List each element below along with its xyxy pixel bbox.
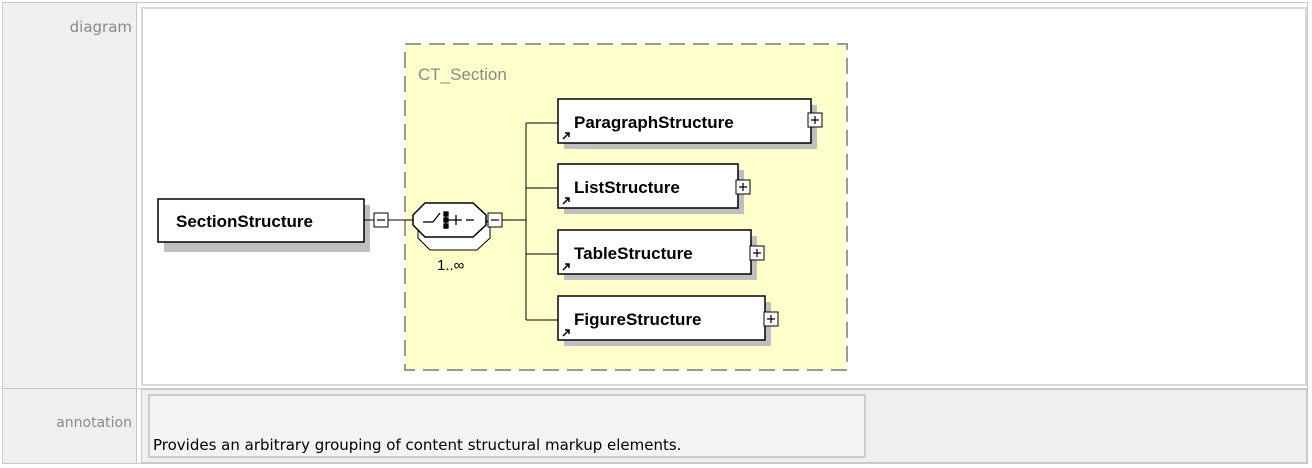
child-node-list-structure[interactable] <box>557 163 739 209</box>
annotation-content-cell: Provides an arbitrary grouping of conten… <box>141 389 1307 463</box>
plus-icon <box>739 183 747 191</box>
reference-arrow-icon <box>562 329 570 337</box>
child-node-table-structure[interactable] <box>557 229 752 275</box>
annotation-box: Provides an arbitrary grouping of conten… <box>148 394 866 458</box>
annotation-text: Provides an arbitrary grouping of conten… <box>153 436 682 454</box>
row-divider <box>3 388 1307 389</box>
annotation-label-cell: annotation <box>3 389 137 463</box>
reference-arrow-icon <box>562 197 570 205</box>
diagram-label: diagram <box>69 18 132 36</box>
reference-arrow-icon <box>562 132 570 140</box>
type-name-label: CT_Section <box>418 65 507 84</box>
plus-icon <box>767 315 775 323</box>
reference-arrow-icon <box>562 263 570 271</box>
root-node-label: SectionStructure <box>176 212 313 231</box>
child-node-label: FigureStructure <box>574 310 702 329</box>
annotation-label: annotation <box>56 415 132 431</box>
sequence-icon <box>423 211 474 229</box>
child-node-figure-structure[interactable] <box>557 295 766 341</box>
root-node[interactable] <box>157 198 365 243</box>
child-node-label: ParagraphStructure <box>574 113 734 132</box>
child-node-label: ListStructure <box>574 178 680 197</box>
annotation-row: annotation Provides an arbitrary groupin… <box>3 389 1307 463</box>
multiplicity-label: 1..∞ <box>437 257 465 274</box>
child-node-label: TableStructure <box>574 244 693 263</box>
plus-icon <box>753 249 761 257</box>
diagram-label-cell: diagram <box>3 3 137 388</box>
child-node-paragraph-structure[interactable] <box>557 98 812 144</box>
plus-icon <box>811 116 819 124</box>
